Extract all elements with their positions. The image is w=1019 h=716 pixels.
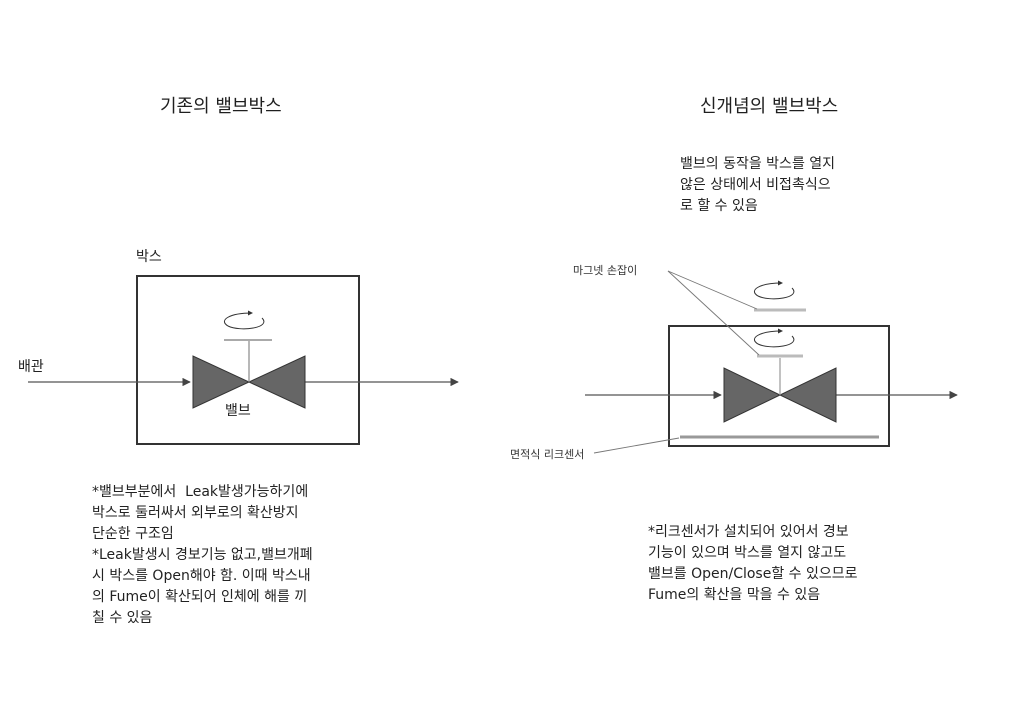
right-outer-rotation-arrow [753,280,795,300]
magnet-leader-inner [667,270,760,356]
leak-sensor-label: 면적식 리크센서 [510,448,585,461]
left-valve-left-half [192,355,251,409]
valve-label: 밸브 [225,403,251,419]
left-valve-right-half [247,355,306,409]
right-valve-left-half [723,367,782,423]
box-label: 박스 [136,249,162,265]
left-notes: *밸브부분에서 Leak발생가능하기에 박스로 둘러싸서 외부로의 확산방지 단… [92,484,313,626]
right-description: 밸브의 동작을 박스를 열지 않은 상태에서 비접촉식으 로 할 수 있음 [680,156,836,214]
pipe-label: 배관 [18,359,44,375]
right-notes: *리크센서가 설치되어 있어서 경보 기능이 있으며 박스를 열지 않고도 밸브… [648,524,858,603]
right-valve-right-half [778,367,837,423]
leak-sensor-leader [593,437,680,454]
magnet-handle-label: 마그넷 손잡이 [573,264,638,277]
left-box [136,275,360,445]
left-rotation-arrow [223,310,265,330]
right-title: 신개념의 밸브박스 [700,96,839,117]
left-title: 기존의 밸브박스 [160,96,282,117]
right-box [668,325,890,447]
magnet-leader-outer [667,270,758,310]
right-inner-rotation-arrow [753,328,795,348]
